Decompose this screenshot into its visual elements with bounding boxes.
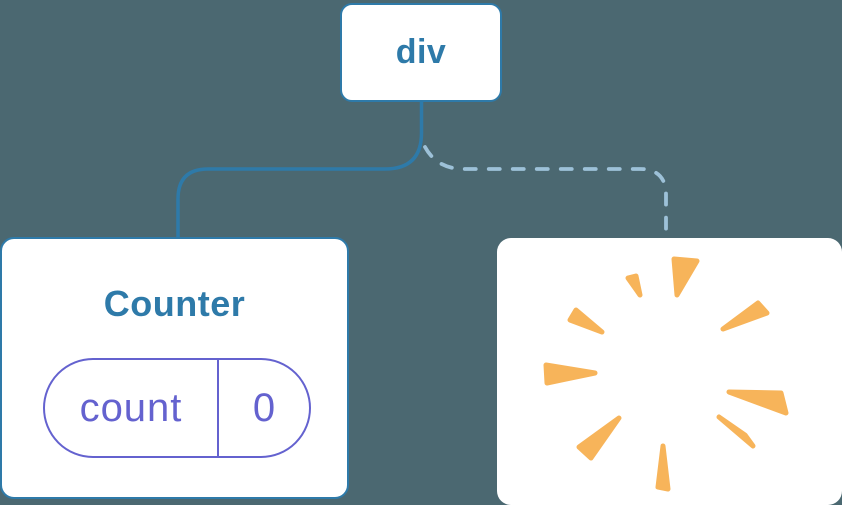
poof-ray (720, 300, 770, 332)
state-value-label: 0 (252, 385, 276, 430)
poof-ray (567, 307, 605, 335)
poof-ray (655, 443, 671, 492)
tree-node-div-label: div (395, 33, 447, 71)
poof-ray (625, 273, 643, 298)
tree-node-div: div (340, 3, 502, 102)
removed-component-card (497, 238, 842, 505)
poof-ray (576, 415, 622, 461)
state-key-label: count (79, 385, 183, 430)
poof-burst-icon (543, 256, 789, 492)
connector-dashed-root-to-removed (423, 145, 668, 238)
poof-ray (716, 414, 756, 449)
counter-title: Counter (103, 283, 246, 324)
poof-ray (671, 256, 700, 298)
state-pill: count 0 (43, 358, 311, 458)
poof-ray (543, 362, 598, 386)
connector-solid-root-to-counter (176, 98, 424, 240)
state-pill-divider (217, 360, 219, 456)
counter-component-card: Counter count 0 (0, 237, 349, 499)
poof-ray (726, 389, 789, 416)
